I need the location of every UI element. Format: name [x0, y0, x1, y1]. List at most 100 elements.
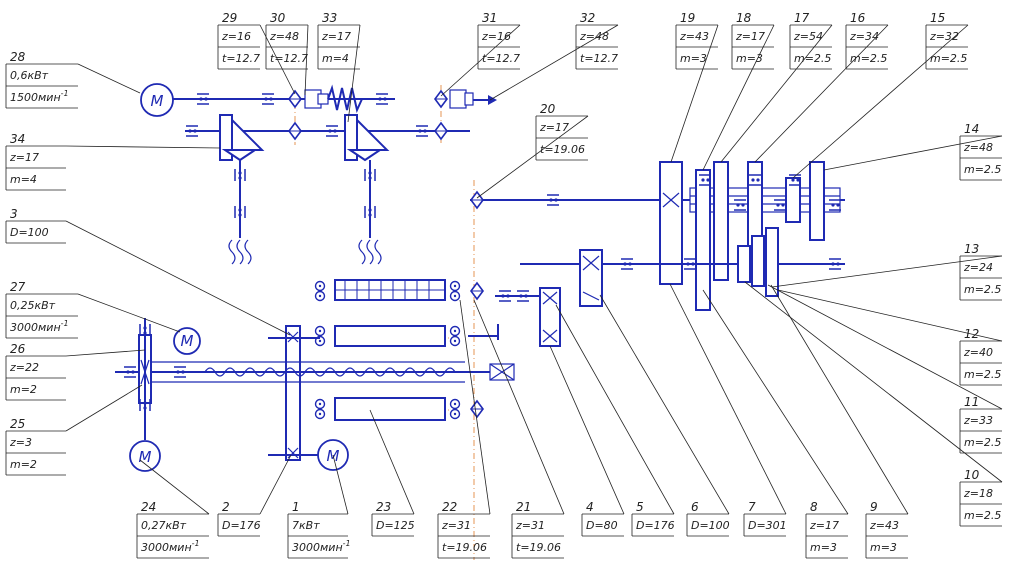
- leader-line: [65, 220, 291, 336]
- callout-21: 21 z=31 t=19.06: [473, 299, 565, 559]
- param-2: t=12.7: [222, 52, 260, 65]
- part-number: 1: [292, 500, 300, 514]
- part-number: 14: [964, 122, 979, 136]
- part-number: 18: [736, 11, 752, 25]
- param-2: m=2.5: [964, 436, 1001, 449]
- callout-4: 4D=80: [549, 345, 625, 537]
- param-1: z=31: [515, 519, 545, 532]
- param-1: z=24: [963, 261, 993, 274]
- leader-line: [459, 299, 491, 515]
- param-1: z=17: [809, 519, 839, 532]
- callout-11: 11z=33m=2.5: [767, 284, 1003, 454]
- param-1: z=31: [441, 519, 471, 532]
- leader-line: [476, 115, 589, 199]
- leader-line: [767, 284, 1003, 410]
- part-number: 30: [270, 11, 286, 25]
- param-2: m=2.5: [964, 509, 1001, 522]
- callout-2: 2D=176: [217, 454, 292, 537]
- leader-line: [77, 293, 181, 333]
- part-number: 31: [482, 11, 497, 25]
- part-number: 2: [222, 500, 230, 514]
- callouts: 280,6кВт1500мин-134z=17m=43D=100270,25кВ…: [5, 11, 1003, 559]
- param-2: m=2.5: [850, 52, 887, 65]
- param-1: z=17: [539, 121, 569, 134]
- part-number: 15: [930, 11, 945, 25]
- param-1: z=22: [9, 361, 39, 374]
- leader-line: [304, 24, 309, 96]
- callout-7: 7D=301: [669, 283, 787, 537]
- callout-14: 14z=48m=2.5: [823, 122, 1003, 181]
- callout-15: 15z=32m=2.5: [792, 11, 969, 179]
- param-1: z=18: [963, 487, 993, 500]
- part-number: 28: [10, 50, 26, 64]
- param-1: z=33: [963, 414, 993, 427]
- leader-line: [754, 24, 889, 163]
- leader-line: [489, 24, 619, 101]
- mechanism: M: [115, 83, 845, 560]
- leader-line: [599, 294, 730, 515]
- part-number: 20: [540, 102, 556, 116]
- part-number: 21: [516, 500, 531, 514]
- part-number: 19: [680, 11, 695, 25]
- leader-line: [440, 24, 521, 97]
- part-number: 7: [748, 500, 756, 514]
- part-number: 29: [222, 11, 237, 25]
- leader-line: [720, 24, 833, 163]
- leader-line: [777, 289, 1003, 342]
- leader-line: [770, 284, 909, 515]
- param-2: m=2.5: [930, 52, 967, 65]
- callout-19: 19z=43m=3: [670, 11, 719, 163]
- part-number: 5: [636, 500, 644, 514]
- param-2: t=12.7: [482, 52, 520, 65]
- part-number: 3: [10, 207, 18, 221]
- part-number: 26: [10, 342, 26, 356]
- callout-12: 12z=40m=2.5: [777, 289, 1003, 386]
- param-1: z=48: [963, 141, 993, 154]
- leader-line: [555, 304, 675, 515]
- callout-16: 16z=34m=2.5: [754, 11, 889, 163]
- callout-25: 25z=3m=2: [5, 384, 143, 476]
- leader-line: [332, 454, 349, 515]
- param-1: z=54: [793, 30, 823, 43]
- param-2: t=12.7: [580, 52, 618, 65]
- param-1: D=100: [691, 519, 730, 532]
- part-number: 6: [691, 500, 699, 514]
- leader-line: [702, 24, 775, 171]
- motor-28: M: [140, 83, 174, 117]
- param-1: z=16: [481, 30, 511, 43]
- leader-line: [65, 349, 146, 357]
- callout-31: 31 z=16 t=12.7: [440, 11, 521, 97]
- leader-line: [65, 145, 221, 149]
- leader-line: [549, 345, 625, 515]
- param-2: 3000мин-1: [141, 539, 200, 554]
- param-2: m=3: [736, 52, 763, 65]
- param-1: z=17: [9, 151, 39, 164]
- leader-line: [771, 255, 1003, 288]
- leader-line: [669, 283, 787, 515]
- callout-20: 20z=17t=19.06: [476, 102, 589, 199]
- part-number: 33: [322, 11, 337, 25]
- part-number: 12: [964, 327, 979, 341]
- motor-27: M: [173, 327, 201, 355]
- part-number: 16: [850, 11, 866, 25]
- param-2: 3000мин-1: [292, 539, 351, 554]
- param-1: z=17: [321, 30, 351, 43]
- param-1: D=176: [222, 519, 261, 532]
- part-number: 17: [794, 11, 810, 25]
- leader-line: [473, 299, 565, 515]
- leader-line: [77, 63, 141, 94]
- leader-line: [369, 409, 415, 515]
- param-1: z=43: [679, 30, 709, 43]
- leader-line: [823, 135, 1003, 171]
- leader-line: [702, 289, 849, 515]
- param-1: D=301: [748, 519, 787, 532]
- part-number: 24: [141, 500, 156, 514]
- param-2: t=19.06: [516, 541, 561, 554]
- param-1: z=48: [579, 30, 609, 43]
- part-number: 22: [442, 500, 457, 514]
- param-1: D=176: [636, 519, 675, 532]
- svg-text:M: M: [181, 332, 194, 350]
- part-number: 13: [964, 242, 979, 256]
